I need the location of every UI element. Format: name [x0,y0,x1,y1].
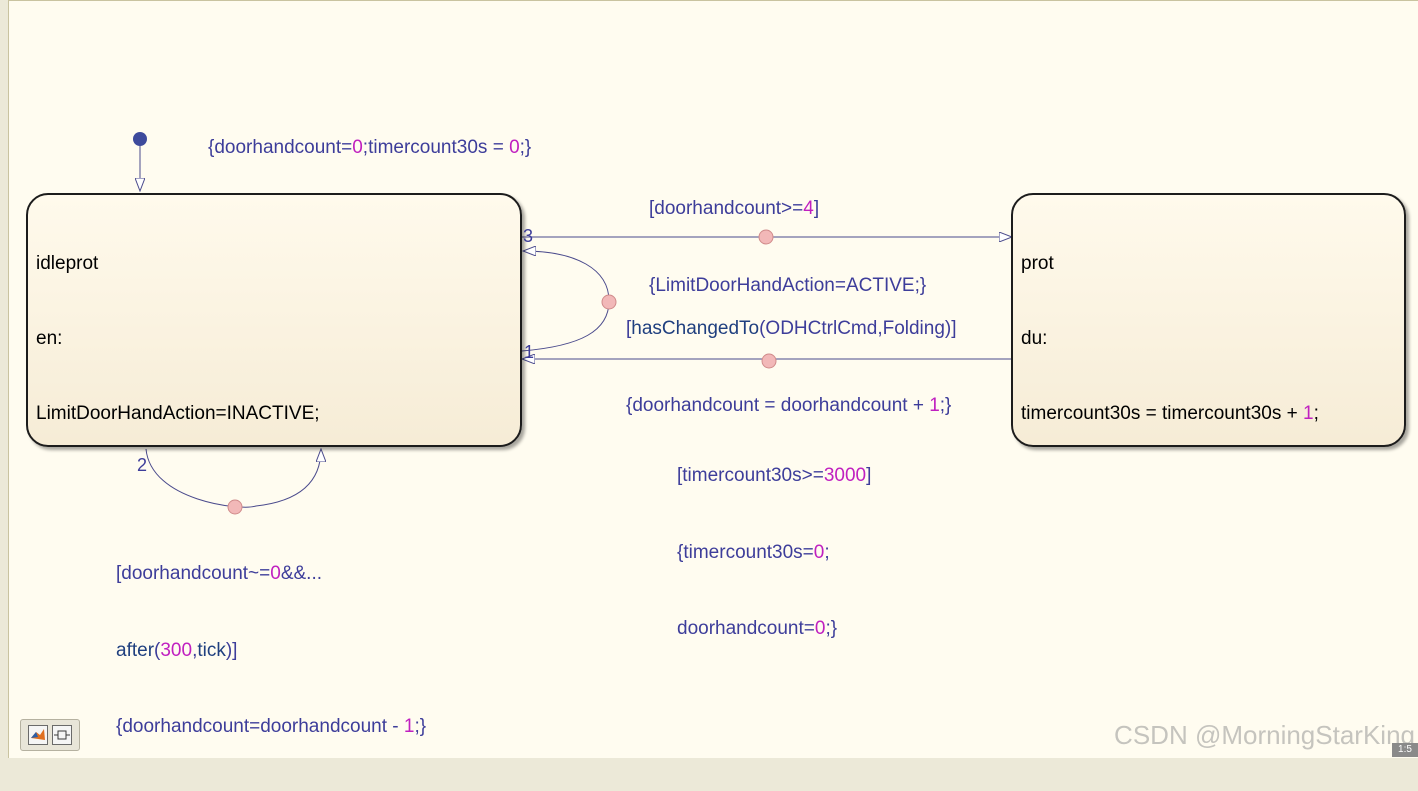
transition-condition: [doorhandcount~=0&&... [116,563,323,584]
bottom-toolbar [20,719,80,751]
transition-order-number: 2 [137,455,148,475]
state-name: idleprot [36,253,99,274]
function-name: hasChangedTo [631,318,760,339]
number-literal: 1 [403,716,415,737]
number-literal: 3000 [823,465,867,486]
transition-to-idleprot-label[interactable]: [timercount30s>=3000] {timercount30s=0; … [677,412,871,693]
function-name: tick [197,639,226,661]
transition-condition: [hasChangedTo(ODHCtrlCmd,Folding)] [626,318,957,339]
function-name: after [116,639,155,661]
zoom-indicator: 1:5 [1392,743,1418,757]
state-name: prot [1021,253,1054,274]
matlab-logo-icon[interactable] [28,725,48,745]
transition-action: {doorhandcount = doorhandcount + 1;} [626,394,952,416]
state-idleprot-text: idleprot en: LimitDoorHandAction=INACTIV… [36,201,320,476]
transition-action: {timercount30s=0; [677,541,830,563]
state-action: timercount30s = timercount30s + 1; [1021,403,1319,424]
number-literal: 1 [929,394,940,416]
transition-midpoint-dot [227,499,243,515]
transition-condition: [doorhandcount>=4] [649,198,820,219]
transition-condition: after(300,tick)] [116,639,238,661]
transition-action: doorhandcount=0;} [677,618,838,639]
number-literal: 0 [352,137,363,158]
self-loop-right[interactable] [521,251,617,352]
transition-condition: [timercount30s>=3000] [677,465,872,486]
number-literal: 0 [814,618,826,639]
default-transition-label[interactable]: {doorhandcount=0;timercount30s = 0;} [208,137,532,158]
transition-action: {LimitDoorHandAction=ACTIVE;} [649,274,927,296]
default-transition[interactable] [133,132,147,191]
state-action-type: du: [1021,328,1048,349]
self-loop-right-label[interactable]: [hasChangedTo(ODHCtrlCmd,Folding)] {door… [626,265,957,469]
state-action-text: timercount30s = timercount30s + [1021,403,1303,424]
transition-midpoint-dot [601,294,617,310]
chart-canvas: idleprot en: LimitDoorHandAction=INACTIV… [8,0,1418,758]
transition-midpoint-dot [758,229,774,245]
transition-to-prot-label[interactable]: [doorhandcount>=4] {LimitDoorHandAction=… [649,145,926,349]
default-transition-dot [133,132,147,146]
state-action-type: en: [36,328,63,349]
transition-midpoint-dot [761,353,777,369]
state-prot[interactable]: prot du: timercount30s = timercount30s +… [1011,193,1406,447]
number-literal: 4 [803,198,814,219]
transition-action: {doorhandcount=doorhandcount - 1;} [116,716,427,737]
state-idleprot[interactable]: idleprot en: LimitDoorHandAction=INACTIV… [26,193,522,447]
transition-prot-to-idleprot[interactable] [522,353,1012,369]
model-block-icon[interactable] [52,725,72,745]
number-literal: 300 [160,639,193,661]
number-literal: 0 [270,563,281,584]
number-literal: 0 [509,137,520,158]
state-action: LimitDoorHandAction=INACTIVE; [36,403,320,424]
transition-idleprot-to-prot[interactable] [522,229,1012,245]
transition-order-number: 3 [523,226,534,246]
self-loop-bottom-label[interactable]: [doorhandcount~=0&&... after(300,tick)] … [116,510,426,791]
transition-order-number: 1 [524,342,535,362]
self-loop-bottom[interactable] [145,449,321,515]
watermark: CSDN @MorningStarKing [1114,720,1415,750]
state-prot-text: prot du: timercount30s = timercount30s +… [1021,201,1319,476]
transitions-layer [133,132,1418,515]
number-literal: 0 [813,541,825,563]
number-literal: 1 [1302,403,1314,424]
